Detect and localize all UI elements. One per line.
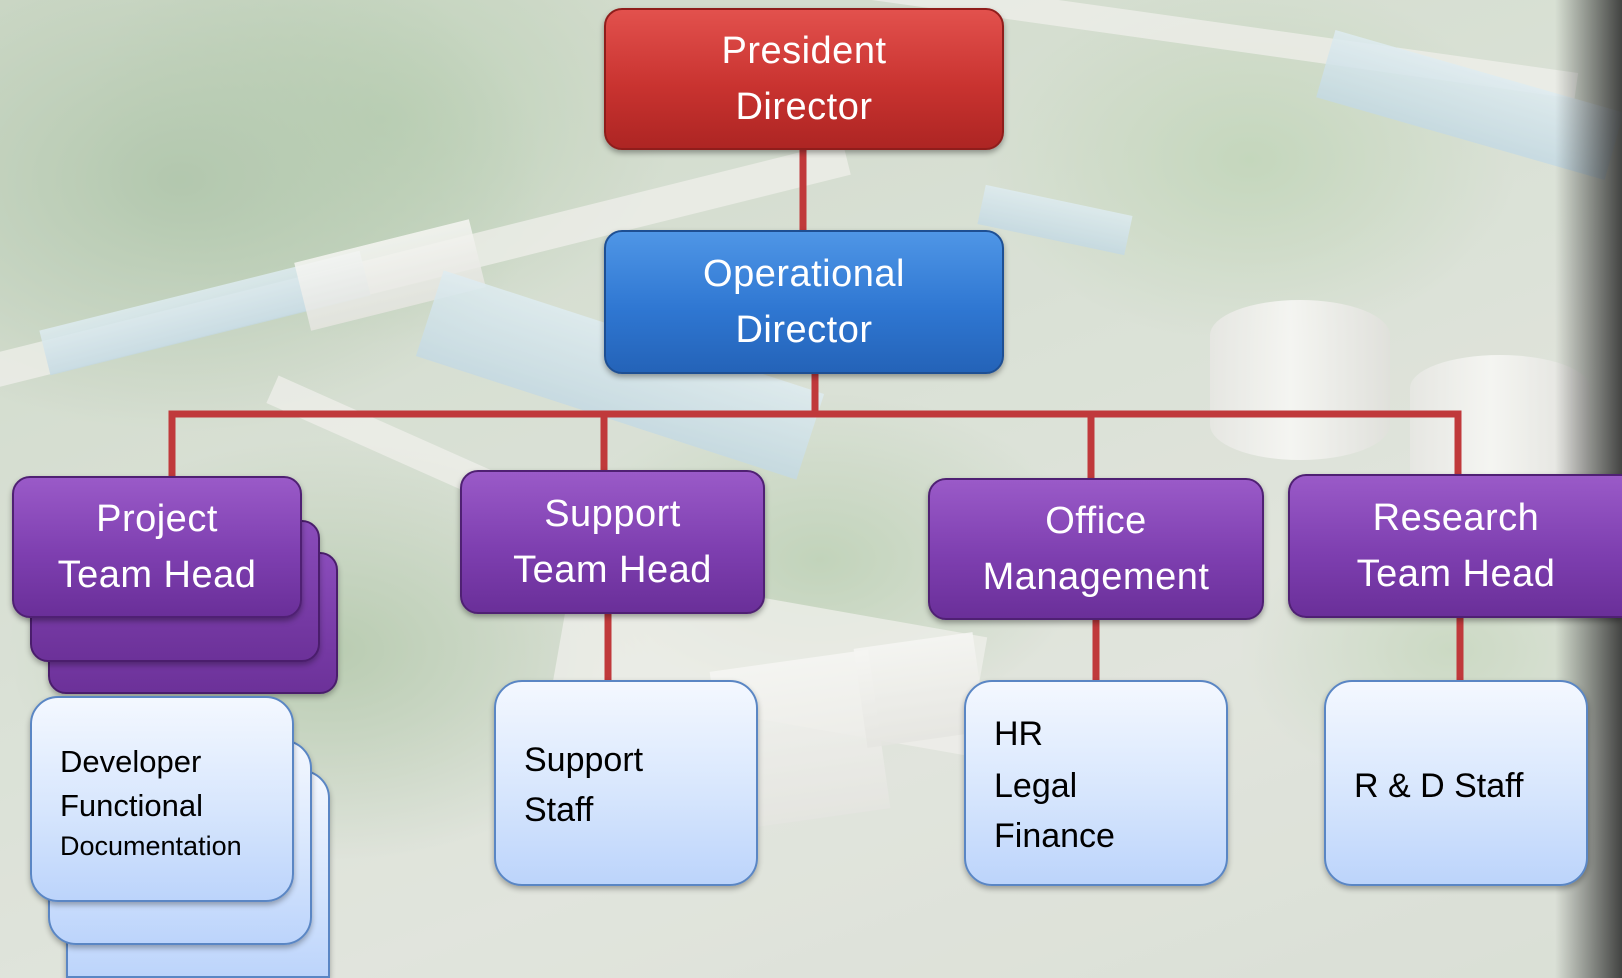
project-staff-line3: Documentation [60,831,242,861]
support-team-head-line1: Support [544,493,681,535]
project-team-head-line1: Project [96,498,218,540]
operational-director-line2: Director [735,309,873,351]
research-team-head-box: Research Team Head [1288,474,1622,618]
project-staff-box: Developer Functional Documentation [30,696,294,902]
office-staff-line3: Finance [994,817,1115,855]
project-staff-line1: Developer [60,744,202,779]
operational-director-line1: Operational [703,253,905,295]
project-team-head-box: Project Team Head [12,476,302,618]
project-team-head-line2: Team Head [57,554,257,596]
office-management-box: Office Management [928,478,1264,620]
support-staff-line1: Support [524,741,644,779]
project-staff-line2: Functional [60,788,204,823]
office-management-line2: Management [982,556,1210,598]
research-team-head-line2: Team Head [1356,553,1556,595]
president-director-line2: Director [735,86,873,128]
support-team-head-line2: Team Head [513,549,712,591]
operational-director-box: Operational Director [604,230,1004,374]
research-staff-box: R & D Staff [1324,680,1588,886]
office-staff-line1: HR [994,715,1044,753]
office-staff-line2: Legal [994,767,1078,805]
support-staff-line2: Staff [524,791,594,829]
support-staff-box: Support Staff [494,680,758,886]
research-team-head-line1: Research [1372,497,1540,539]
president-director-line1: President [721,30,887,72]
office-staff-box: HR Legal Finance [964,680,1228,886]
support-team-head-box: Support Team Head [460,470,765,614]
research-staff-line1: R & D Staff [1354,767,1524,805]
president-director-box: President Director [604,8,1004,150]
office-management-line1: Office [1045,500,1147,542]
